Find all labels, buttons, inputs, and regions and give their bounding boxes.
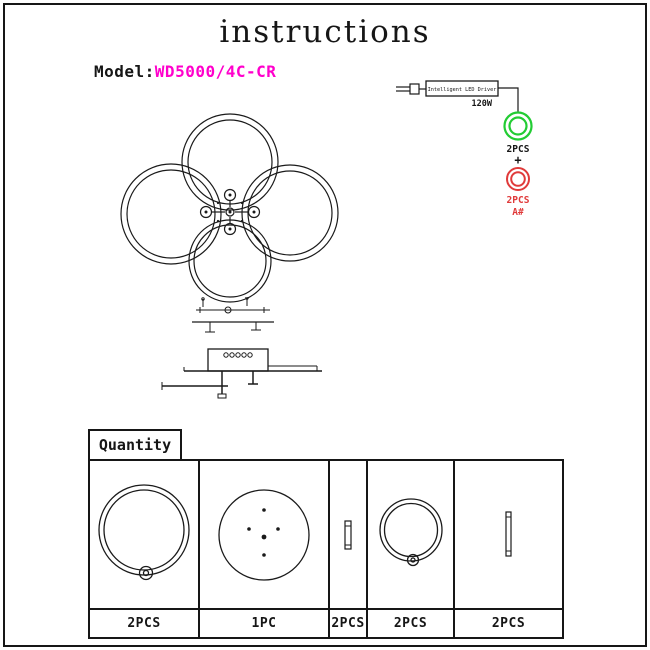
- part-column-short-rod: 2PCS: [330, 461, 368, 637]
- quantity-header: Quantity: [88, 429, 182, 461]
- part-qty: 2PCS: [330, 608, 366, 637]
- top-ring: [181, 113, 279, 211]
- model-line: Model:WD5000/4C-CR: [94, 62, 276, 81]
- red-ring-qty: 2PCS: [507, 195, 530, 206]
- page-title: instructions: [219, 14, 431, 50]
- led-driver-label: Intelligent LED Driver: [428, 87, 497, 93]
- left-ring: [120, 163, 222, 265]
- socket-bottom: [223, 222, 237, 236]
- small-ring-icon: [378, 497, 443, 566]
- socket-right: [247, 205, 261, 219]
- long-rod-icon: [504, 510, 512, 557]
- model-label: Model:: [94, 62, 155, 81]
- model-value: WD5000/4C-CR: [154, 62, 277, 81]
- large-ring-icon: [98, 483, 190, 580]
- part-long-rod-art: [455, 461, 562, 608]
- driver-diagram: Intelligent LED Driver 120W 2PCS + 2PCS …: [396, 80, 533, 218]
- short-rod-icon: [344, 519, 352, 550]
- lamp-top-view: [120, 113, 339, 303]
- part-qty: 2PCS: [455, 608, 562, 637]
- canopy-side: [207, 348, 269, 372]
- part-large-ring-art: [90, 461, 198, 608]
- green-ring-qty: 2PCS: [507, 144, 530, 155]
- plug-icon: [409, 83, 420, 95]
- red-ring-icon: [506, 167, 530, 191]
- part-column-small-ring: 2PCS: [368, 461, 455, 637]
- part-qty: 2PCS: [90, 608, 198, 637]
- part-column-long-rod: 2PCS: [455, 461, 562, 637]
- bottom-ring: [188, 219, 272, 303]
- parts-table: 2PCS 1PC: [88, 459, 564, 639]
- red-ring-note: A#: [512, 207, 524, 218]
- green-ring-icon: [503, 111, 533, 141]
- part-short-rod-art: [330, 461, 366, 608]
- plus-sign: +: [514, 153, 521, 167]
- socket-top: [223, 188, 237, 202]
- part-column-canopy: 1PC: [200, 461, 330, 637]
- part-small-ring-art: [368, 461, 453, 608]
- socket-left: [199, 205, 213, 219]
- center-hub: [225, 207, 235, 217]
- right-ring: [241, 164, 339, 262]
- part-qty: 1PC: [200, 608, 328, 637]
- lamp-side-view: [161, 297, 322, 399]
- canopy-icon: [218, 488, 310, 581]
- part-column-large-ring: 2PCS: [90, 461, 200, 637]
- part-qty: 2PCS: [368, 608, 453, 637]
- wattage-label: 120W: [472, 99, 493, 109]
- driver-wire: [498, 87, 519, 113]
- part-canopy-art: [200, 461, 328, 608]
